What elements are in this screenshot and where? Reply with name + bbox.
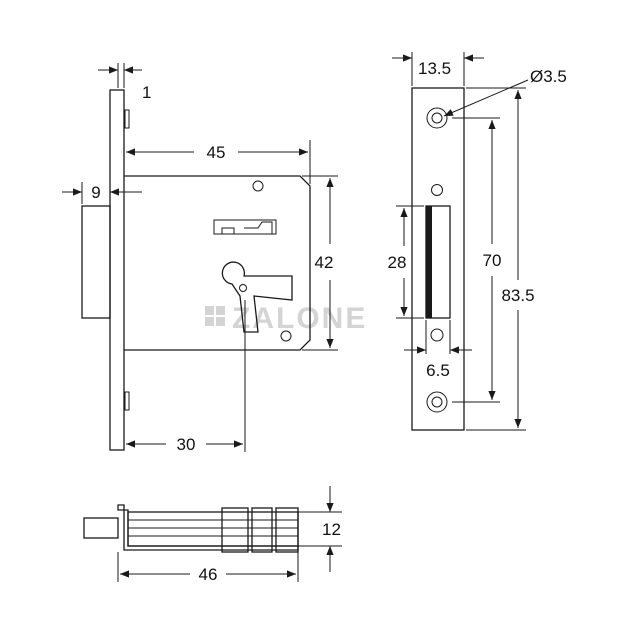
faceplate-dimensions: 13.5 Ø3.5 28 6.5 70 83.5 xyxy=(388,52,567,431)
forend-tab-top xyxy=(124,109,130,129)
dim-faceplate-length: 83.5 xyxy=(501,286,534,305)
forend-plate xyxy=(109,89,125,451)
dim-overall-length: 46 xyxy=(199,565,218,584)
dim-backset: 30 xyxy=(177,435,196,454)
case-hole-top xyxy=(252,180,264,192)
dim-plate-thickness: 1 xyxy=(142,83,151,102)
keyhole-center xyxy=(239,284,247,292)
dim-hole-spacing: 70 xyxy=(483,251,502,270)
front-dimensions: 1 45 9 42 30 xyxy=(62,63,338,454)
side-dimensions: 12 46 xyxy=(117,486,342,584)
side-bolt xyxy=(83,517,119,539)
dim-faceplate-width: 13.5 xyxy=(418,59,451,78)
screw-hole-bottom xyxy=(426,391,448,413)
lock-case xyxy=(124,175,311,351)
front-view xyxy=(81,89,311,451)
faceplate-hole-lower xyxy=(430,328,444,342)
forend-tab-bottom xyxy=(124,391,130,411)
watermark-text: ZALONE xyxy=(232,302,367,335)
faceplate xyxy=(411,87,465,431)
latch-mechanism xyxy=(213,219,277,235)
side-view xyxy=(83,504,306,553)
keyhole xyxy=(221,261,293,333)
screw-hole-top xyxy=(426,107,448,129)
bolt xyxy=(81,205,111,319)
dim-bolt-width: 6.5 xyxy=(426,361,450,380)
watermark: ZALONE xyxy=(205,302,367,335)
case-hole-bottom xyxy=(280,330,292,342)
dim-backset-width: 45 xyxy=(207,143,226,162)
dim-side-depth: 12 xyxy=(322,520,341,539)
faceplate-view xyxy=(411,87,465,431)
dim-bolt-projection: 9 xyxy=(91,183,100,202)
side-lever-b xyxy=(251,507,273,553)
side-lever-a xyxy=(221,507,249,553)
faceplate-hole-upper xyxy=(431,184,443,196)
dim-bolt-height: 28 xyxy=(388,253,407,272)
dim-case-height: 42 xyxy=(315,253,334,272)
bolt-slot-shade xyxy=(426,206,432,318)
side-lever-c xyxy=(275,507,299,553)
dim-screw-hole: Ø3.5 xyxy=(530,67,567,86)
